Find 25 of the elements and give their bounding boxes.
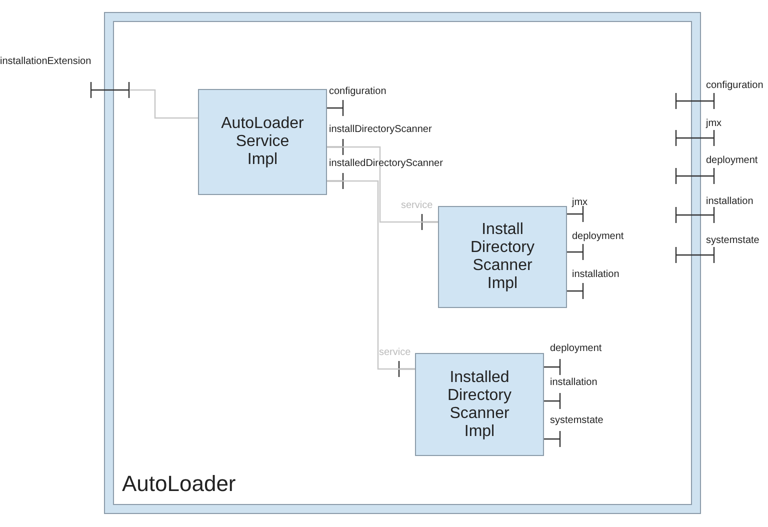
port-label: systemstate xyxy=(706,235,760,246)
port-label: installation xyxy=(550,377,598,388)
port-label: systemstate xyxy=(550,415,604,426)
component-box: AutoLoader Service Impl xyxy=(198,89,327,195)
port-label: configuration xyxy=(329,86,386,97)
port-label: jmx xyxy=(706,118,722,129)
port-label: installation xyxy=(572,269,620,280)
component-box: Installed Directory Scanner Impl xyxy=(415,353,544,456)
component-box: Install Directory Scanner Impl xyxy=(438,206,567,308)
port-label: deployment xyxy=(550,343,602,354)
port-label: installationExtension xyxy=(0,56,92,67)
port-label: service xyxy=(401,200,433,211)
port-label: configuration xyxy=(706,80,764,91)
port-label: deployment xyxy=(572,231,624,242)
port-label: installation xyxy=(706,196,754,207)
wire xyxy=(130,89,198,119)
port-label: installedDirectoryScanner xyxy=(329,158,443,169)
port-label: deployment xyxy=(706,155,758,166)
port-label: installDirectoryScanner xyxy=(329,124,432,135)
port-label: jmx xyxy=(572,197,588,208)
composite-frame xyxy=(105,13,700,513)
wire xyxy=(327,180,415,370)
port-label: service xyxy=(379,347,411,358)
composite-title: AutoLoader xyxy=(122,471,236,497)
wire xyxy=(327,146,438,223)
